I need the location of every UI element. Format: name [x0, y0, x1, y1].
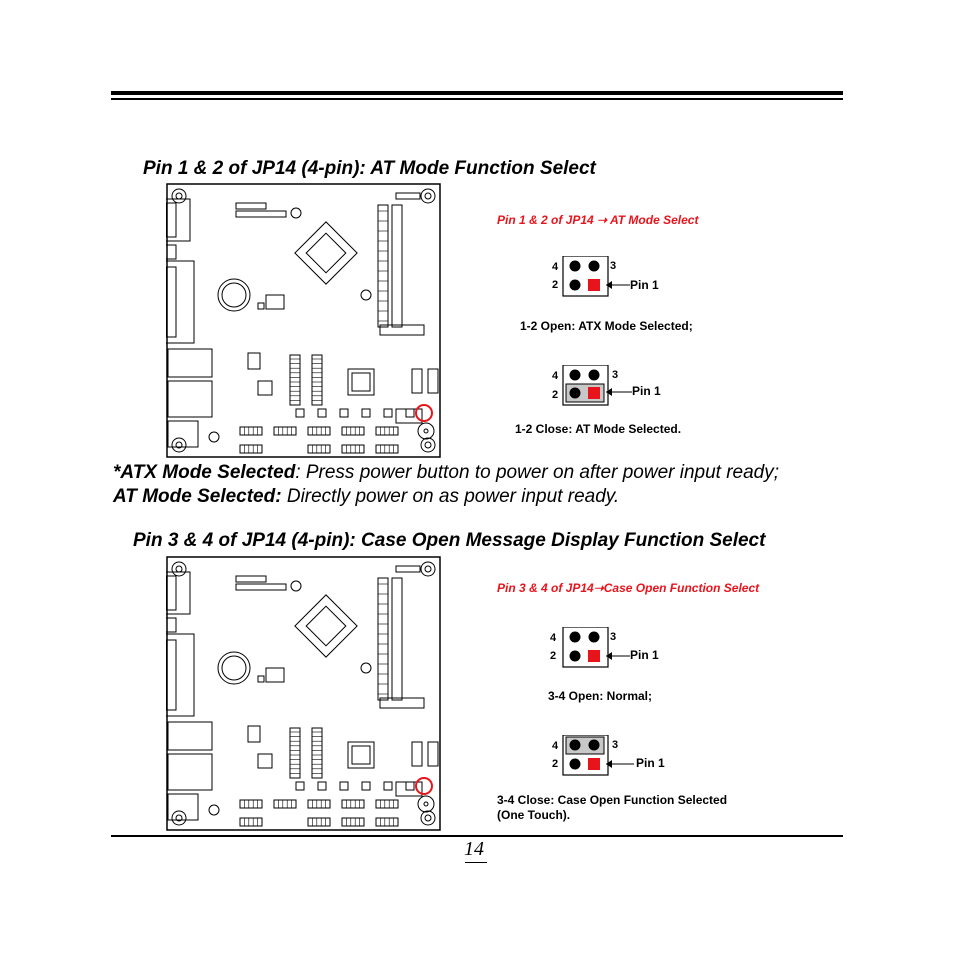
page-number-underline — [465, 862, 487, 863]
motherboard-diagram-1 — [166, 183, 441, 458]
header-rule-thick — [111, 91, 843, 95]
jumper-diagram-close-1: 4 2 3 Pin 1 — [550, 365, 670, 409]
section2-close-caption-line2: (One Touch). — [497, 808, 571, 822]
board-layout — [166, 556, 441, 831]
section1-open-caption: 1-2 Open: ATX Mode Selected; — [520, 319, 693, 333]
motherboard-diagram-2 — [166, 556, 441, 831]
jumper-diagram-close-2: 4 2 3 Pin 1 — [550, 735, 670, 779]
section1-heading: Pin 1 & 2 of JP14 (4-pin): AT Mode Funct… — [143, 158, 596, 179]
section1-red-caption: Pin 1 & 2 of JP14 ➝ AT Mode Select — [497, 213, 699, 227]
board-layout — [166, 183, 441, 458]
footer-rule — [111, 835, 843, 837]
section2-heading: Pin 3 & 4 of JP14 (4-pin): Case Open Mes… — [133, 530, 766, 551]
at-mode-note: AT Mode Selected: Directly power on as p… — [113, 486, 620, 507]
header-rule-thin — [111, 98, 843, 100]
page-number: 14 — [464, 838, 484, 860]
section1-close-caption: 1-2 Close: AT Mode Selected. — [515, 422, 682, 436]
jumper-diagram-open-2: 4 2 3 Pin 1 — [550, 627, 670, 671]
section2-close-caption-line1: 3-4 Close: Case Open Function Selected — [497, 793, 728, 807]
jumper-diagram-open-1: 4 2 3 Pin 1 — [550, 256, 670, 300]
atx-mode-note: *ATX Mode Selected: Press power button t… — [113, 462, 780, 483]
section2-red-caption: Pin 3 & 4 of JP14➝Case Open Function Sel… — [497, 581, 760, 595]
section2-open-caption: 3-4 Open: Normal; — [548, 689, 653, 703]
